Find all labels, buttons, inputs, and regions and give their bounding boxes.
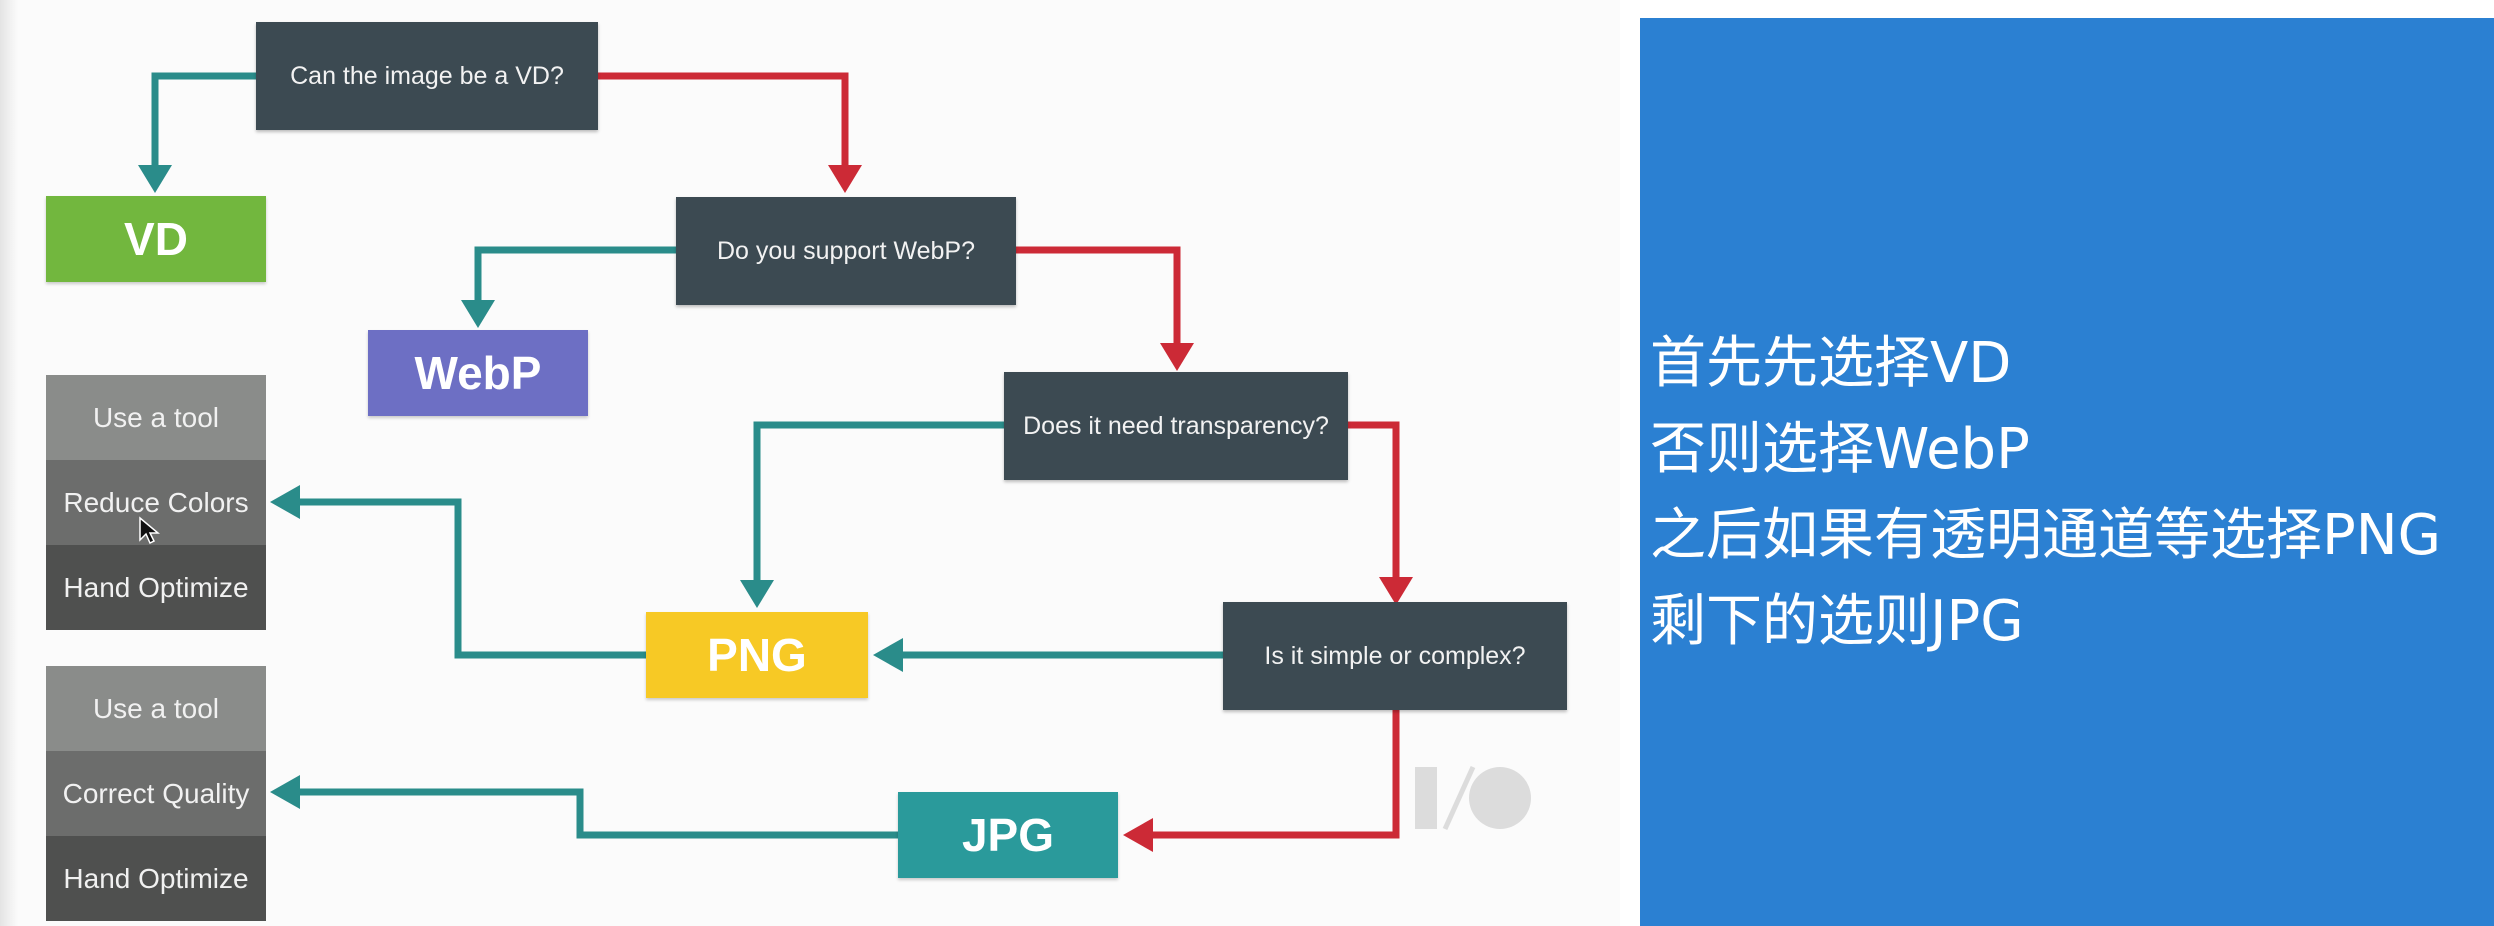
question-complexity-label: Is it simple or complex? [1264, 641, 1526, 670]
question-transparency-label: Does it need transparency? [1023, 411, 1329, 440]
question-transparency: Does it need transparency? [1004, 372, 1348, 480]
question-complexity: Is it simple or complex? [1223, 602, 1567, 710]
arrow-jpg-to-options [295, 788, 900, 839]
png-option-reduce-colors-label: Reduce Colors [63, 486, 249, 518]
arrow-q2-to-q3 [1014, 246, 1181, 348]
arrowhead-q3 [1160, 343, 1194, 371]
arrow-q1-to-vd [151, 72, 258, 170]
jpg-option-use-tool-label: Use a tool [92, 692, 220, 724]
arrow-q3-to-q4 [1346, 421, 1400, 582]
slide-edge-shadow [0, 0, 18, 926]
io-logo-slash [1442, 765, 1476, 831]
io-logo [1415, 765, 1531, 831]
flowchart-arrows [138, 72, 1413, 852]
png-option-use-tool: Use a tool [46, 375, 266, 460]
jpg-option-use-tool: Use a tool [46, 666, 266, 751]
arrowhead-png-options [270, 485, 300, 519]
arrowhead-png-right [873, 638, 903, 672]
arrowhead-jpg [1123, 818, 1153, 852]
arrowhead-vd [138, 165, 172, 193]
png-option-hand-optimize: Hand Optimize [46, 545, 266, 630]
format-jpg-label: JPG [961, 809, 1055, 861]
format-png: PNG [646, 612, 868, 698]
question-vd: Can the image be a VD? [256, 22, 598, 130]
arrowhead-webp [461, 300, 495, 328]
flowchart-slide: Can the image be a VD? Do you support We… [0, 0, 1567, 926]
arrow-png-to-options [295, 498, 648, 659]
format-vd-label: VD [124, 213, 188, 265]
format-png-label: PNG [707, 629, 807, 681]
note-panel: 首先先选择VD 否则选择WebP 之后如果有透明通道等选择PNG 剩下的选则JP… [1640, 18, 2494, 926]
arrow-q1-to-q2 [596, 72, 849, 170]
arrow-q3-to-png [753, 421, 1006, 585]
io-logo-circle [1469, 767, 1531, 829]
arrow-q2-to-webp [474, 246, 678, 305]
arrowhead-jpg-options [270, 775, 300, 809]
note-line-1: 首先先选择VD [1650, 331, 2012, 396]
mouse-cursor-icon [139, 516, 160, 545]
note-line-3: 之后如果有透明通道等选择PNG [1650, 503, 2442, 568]
note-line-4: 剩下的选则JPG [1650, 589, 2024, 654]
jpg-option-correct-quality: Correct Quality [46, 751, 266, 836]
png-option-hand-optimize-label: Hand Optimize [63, 571, 249, 603]
arrowhead-q2 [828, 165, 862, 193]
arrowhead-q4 [1379, 577, 1413, 605]
question-webp-label: Do you support WebP? [716, 236, 976, 265]
jpg-option-correct-quality-label: Correct Quality [62, 777, 250, 809]
note-line-2: 否则选择WebP [1650, 417, 2030, 482]
format-jpg: JPG [898, 792, 1118, 878]
jpg-option-hand-optimize-label: Hand Optimize [63, 862, 249, 894]
format-vd: VD [46, 196, 266, 282]
format-webp: WebP [368, 330, 588, 416]
arrowhead-png-top [740, 580, 774, 608]
question-webp: Do you support WebP? [676, 197, 1016, 305]
jpg-option-hand-optimize: Hand Optimize [46, 836, 266, 921]
io-logo-bar [1415, 767, 1437, 829]
question-vd-label: Can the image be a VD? [290, 61, 564, 90]
png-option-use-tool-label: Use a tool [92, 401, 220, 433]
arrow-q4-to-jpg [1148, 708, 1400, 839]
format-webp-label: WebP [414, 347, 542, 399]
